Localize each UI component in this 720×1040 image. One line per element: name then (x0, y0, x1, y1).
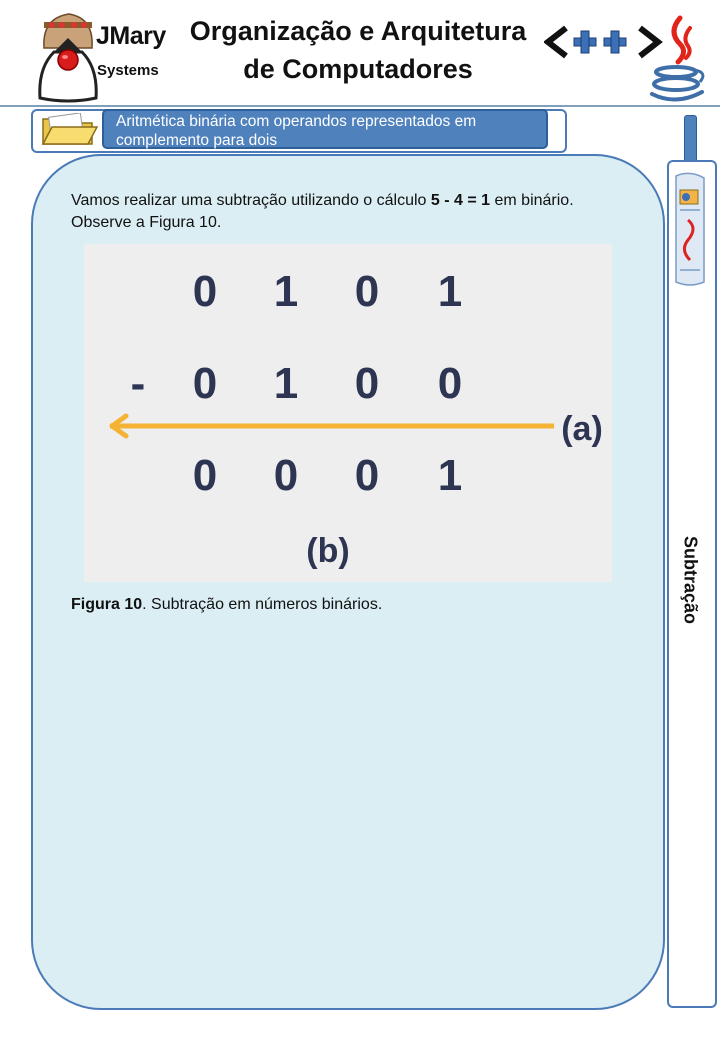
result-digit: 0 (274, 451, 298, 500)
folder-icon (41, 113, 98, 145)
caption-text: . Subtração em números binários. (142, 596, 383, 613)
side-label-subtracao: Subtração (680, 535, 701, 625)
java-logo-icon (650, 15, 705, 102)
cpp-logo-icon (544, 25, 663, 59)
label-a: (a) (561, 410, 603, 448)
jmary-logo: JMary Systems (34, 8, 174, 104)
carry-arrow-head-icon (109, 413, 129, 439)
result-digit: 0 (355, 451, 379, 500)
intro-equation: 5 - 4 = 1 (430, 192, 491, 209)
subtrahend-digit: 0 (438, 359, 462, 408)
subtrahend-digit: 0 (355, 359, 379, 408)
duke-mascot-icon (38, 13, 98, 103)
result-digit: 1 (438, 451, 462, 500)
intro-paragraph: Vamos realizar uma subtração utilizando … (71, 190, 631, 234)
minuend-digit: 0 (193, 267, 217, 316)
label-b: (b) (306, 532, 349, 570)
title-line-2: de Computadores (243, 54, 473, 84)
newspaper-icon (675, 172, 705, 286)
document-title: Organização e Arquitetura de Computadore… (168, 12, 548, 88)
intro-text-2: em binário. Observe a Figura 10. (71, 192, 574, 231)
brand-subtitle: Systems (97, 62, 159, 79)
minuend-digit: 0 (355, 267, 379, 316)
subtrahend-digit: 0 (193, 359, 217, 408)
subtrahend-digit: 1 (274, 359, 298, 408)
side-panel (667, 160, 717, 1008)
brand-name: JMary (96, 22, 166, 50)
minuend-digit: 1 (274, 267, 298, 316)
caption-label: Figura 10 (71, 596, 143, 613)
topic-banner: Aritmética binária com operandos represe… (102, 109, 548, 149)
minus-sign: - (131, 359, 146, 408)
figure-caption: Figura 10. Subtração em números binários… (71, 596, 382, 614)
title-line-1: Organização e Arquitetura (189, 16, 527, 46)
minuend-digit: 1 (438, 267, 462, 316)
result-digit: 0 (193, 451, 217, 500)
intro-text-1: Vamos realizar uma subtração utilizando … (71, 192, 431, 209)
header-divider (0, 105, 720, 107)
